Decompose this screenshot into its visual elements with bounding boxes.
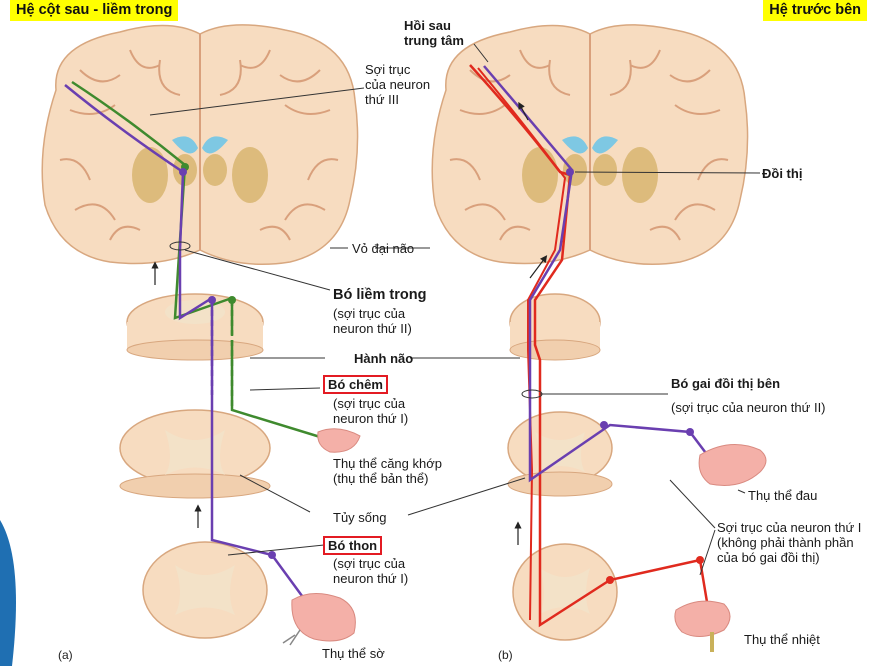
lateral-spinothalamic-label: Bó gai đồi thị bên xyxy=(671,376,781,391)
thalamus-label: Đồi thị xyxy=(762,166,803,181)
panel-letter-a: (a) xyxy=(58,648,73,662)
purple-pathway-b xyxy=(483,65,731,486)
label-line: thứ III xyxy=(365,92,399,107)
brain-section-a xyxy=(41,24,359,266)
panel-a-title: Hệ cột sau - liềm trong xyxy=(10,0,179,21)
medial-lemniscus-label: Bó liềm trong xyxy=(333,287,427,303)
cerebral-cortex-label: Vỏ đại não xyxy=(352,241,415,256)
cuneatus-sub: (sợi trục của neuron thứ I) xyxy=(333,396,408,426)
label-line: Sợi trục xyxy=(365,62,411,77)
label-line: (thụ thể bản thể) xyxy=(333,471,429,486)
page-edge-decoration xyxy=(0,520,16,666)
medial-lemniscus-sub: (sợi trục của neuron thứ II) xyxy=(333,306,412,336)
label-line: của bó gai đồi thị) xyxy=(717,550,820,565)
lateral-spinothalamic-sub: (sợi trục của neuron thứ II) xyxy=(671,400,826,415)
panel-letter-b: (b) xyxy=(498,648,513,662)
gracilis-sub: (sợi trục của neuron thứ I) xyxy=(333,556,408,586)
touch-receptor-label: Thụ thể sờ xyxy=(322,646,385,661)
third-order-axon-label: Sợi trục của neuron thứ III xyxy=(365,62,430,107)
gracilis-label: Bó thon xyxy=(322,536,383,555)
label-line: neuron thứ II) xyxy=(333,321,412,336)
medulla-section-b xyxy=(509,293,601,361)
arrow-up-icon xyxy=(529,255,548,279)
spinal-section-a-lower xyxy=(142,541,268,639)
label-line: Sợi trục của neuron thứ I xyxy=(717,520,862,535)
arrow-up-icon xyxy=(518,101,529,121)
spinal-section-b-lower xyxy=(512,543,618,641)
panel-b-title: Hệ trước bên xyxy=(763,0,867,21)
hand-icon xyxy=(674,600,731,637)
medulla-label: Hành não xyxy=(354,351,414,366)
label-line: neuron thứ I) xyxy=(333,571,409,586)
joint-receptor-skin xyxy=(317,428,361,453)
label-line: Hồi sau xyxy=(404,18,451,33)
label-line: (không phải thành phần xyxy=(717,535,854,550)
first-order-axon-label: Sợi trục của neuron thứ I (không phải th… xyxy=(717,520,861,565)
label-line: trung tâm xyxy=(404,33,464,48)
label-line: neuron thứ I) xyxy=(333,411,409,426)
spinal-section-a-upper xyxy=(119,409,271,499)
label-line: của neuron xyxy=(365,77,431,92)
spinal-section-b-upper xyxy=(507,411,613,497)
hand-icon xyxy=(698,444,767,486)
postcentral-gyrus-label: Hồi sau trung tâm xyxy=(404,18,464,48)
label-line: (sợi trục của xyxy=(333,396,406,411)
pain-receptor-label: Thụ thể đau xyxy=(748,488,818,503)
label-line: (sợi trục của xyxy=(333,556,406,571)
temperature-receptor-label: Thụ thể nhiệt xyxy=(744,632,820,647)
spinal-cord-label: Tủy sống xyxy=(333,510,387,525)
label-line: Thụ thể căng khớp xyxy=(333,456,442,471)
medulla-section-a xyxy=(126,293,264,361)
joint-receptor-label: Thụ thể căng khớp (thụ thể bản thể) xyxy=(333,456,442,486)
foot-icon xyxy=(291,593,356,642)
red-second-order xyxy=(477,67,567,621)
cuneatus-label: Bó chêm xyxy=(323,375,388,394)
label-line: (sợi trục của xyxy=(333,306,406,321)
brain-section-b xyxy=(431,24,749,266)
